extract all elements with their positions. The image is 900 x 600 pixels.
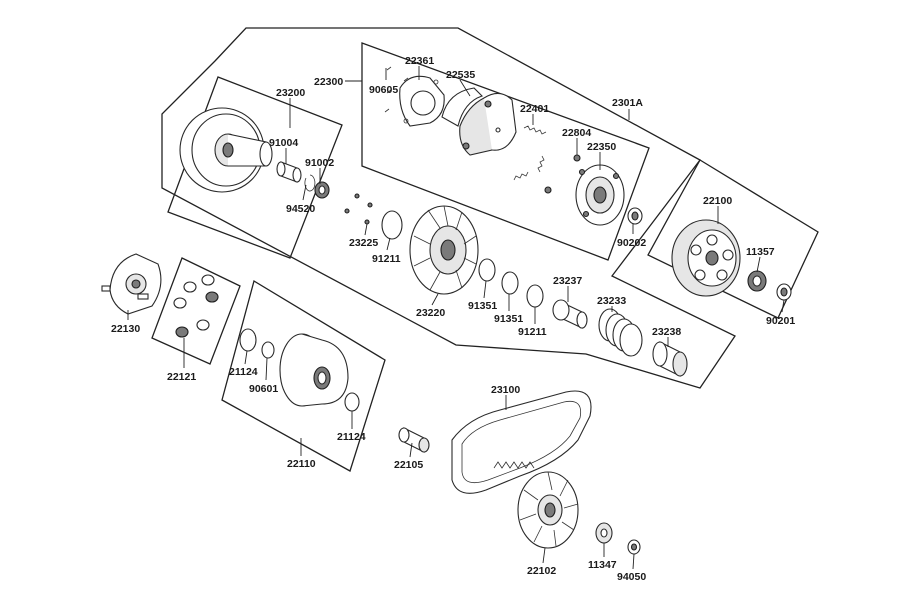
label-91211-b: 91211	[518, 326, 547, 338]
part-22105-sleeve	[398, 427, 430, 453]
part-23233-spring	[598, 308, 643, 357]
part-22350-drive-plate	[575, 164, 625, 226]
box-22121	[151, 257, 241, 365]
label-11347: 11347	[588, 559, 617, 571]
label-23237: 23237	[553, 275, 582, 287]
label-23225: 23225	[349, 237, 378, 249]
part-23237-collar	[552, 299, 588, 329]
label-22804: 22804	[562, 127, 591, 139]
part-90202-nut	[627, 207, 643, 225]
part-22361-plate	[399, 75, 445, 127]
label-90605: 90605	[369, 84, 398, 96]
label-91004: 91004	[269, 137, 298, 149]
part-90201-nut	[776, 283, 792, 301]
part-22401-springs	[513, 125, 547, 181]
part-91351-ring-b	[501, 271, 519, 295]
label-22102: 22102	[527, 565, 556, 577]
part-91002-bearing	[314, 181, 330, 199]
part-91004-bushing	[276, 161, 302, 183]
part-23220-driven-face	[409, 205, 479, 295]
part-labels: 23200 22300 22361 22535 90605 2301A 2240…	[111, 55, 795, 583]
label-11357: 11357	[746, 246, 775, 258]
part-21124-ring-b	[344, 392, 360, 412]
label-90202: 90202	[617, 237, 646, 249]
label-21124-a: 21124	[229, 366, 258, 378]
label-23238: 23238	[652, 326, 681, 338]
label-23233: 23233	[597, 295, 626, 307]
label-2301A: 2301A	[612, 97, 643, 109]
label-21124-b: 21124	[337, 431, 366, 443]
label-22535: 22535	[446, 69, 475, 81]
part-94050-nut	[627, 539, 641, 555]
label-22130: 22130	[111, 323, 140, 335]
part-22100-clutch-bell	[671, 219, 741, 297]
part-22110-drive-face	[279, 333, 349, 407]
label-22350: 22350	[587, 141, 616, 153]
part-23225-pins	[344, 193, 373, 225]
label-23220: 23220	[416, 307, 445, 319]
part-11357-bearing	[747, 270, 767, 292]
part-23200-sheave	[179, 107, 273, 193]
part-11347-bearing	[595, 522, 613, 544]
part-23100-belt	[451, 390, 592, 494]
leader-lines	[127, 66, 785, 570]
label-22100: 22100	[703, 195, 732, 207]
label-23100: 23100	[491, 384, 520, 396]
part-22130-cover	[101, 253, 162, 315]
label-91211-a: 91211	[372, 253, 401, 265]
label-94050: 94050	[617, 571, 646, 583]
box-22110	[221, 279, 386, 472]
label-22121: 22121	[167, 371, 196, 383]
part-21124-ring-a	[239, 328, 257, 352]
label-22105: 22105	[394, 459, 423, 471]
part-22804-nuts	[544, 154, 581, 194]
part-22102-fan	[517, 471, 579, 549]
label-90201: 90201	[766, 315, 795, 327]
part-94520-circlip	[304, 174, 316, 192]
part-90605-clips	[384, 66, 409, 113]
assembly-outline-2301A	[161, 27, 736, 389]
label-23200: 23200	[276, 87, 305, 99]
label-22401: 22401	[520, 103, 549, 115]
label-22110: 22110	[287, 458, 316, 470]
label-22300: 22300	[314, 76, 343, 88]
label-22361: 22361	[405, 55, 434, 67]
part-91211-ring-a	[381, 210, 403, 240]
label-90601: 90601	[249, 383, 278, 395]
label-91351-a: 91351	[468, 300, 497, 312]
part-23238-collar	[652, 341, 688, 377]
label-91351-b: 91351	[494, 313, 523, 325]
box-22300	[361, 42, 650, 261]
label-91002: 91002	[305, 157, 334, 169]
part-22121-rollers	[173, 274, 219, 338]
part-91351-ring-a	[478, 258, 496, 282]
part-91211-ring-b	[526, 284, 544, 308]
label-94520: 94520	[286, 203, 315, 215]
box-22100	[647, 159, 819, 319]
part-22535-clutch-shoes	[441, 87, 517, 156]
part-90601-washer	[261, 341, 275, 359]
